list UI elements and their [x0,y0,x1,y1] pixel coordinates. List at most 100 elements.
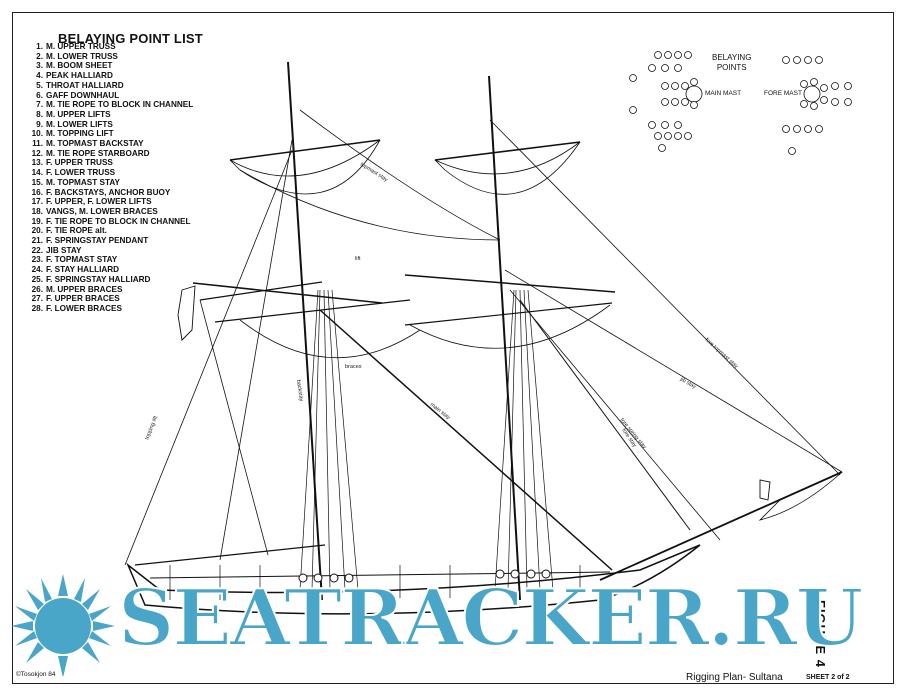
list-item-number: 19. [31,216,43,226]
list-item: 4.PEAK HALLIARD [28,71,193,81]
list-item-label: F. BACKSTAYS, ANCHOR BUOY [46,187,171,197]
spanker-leech [199,299,269,556]
list-item-number: 4. [36,71,43,81]
list-item: 11.M. TOPMAST BACKSTAY [28,139,193,149]
jib-sail [758,471,843,521]
main-shrouds [299,289,359,591]
list-item-number: 7. [36,100,43,110]
jack-flag [759,479,771,501]
sun-logo-icon [11,574,115,676]
list-item-label: F. LOWER TRUSS [46,168,116,178]
list-item-label: F. UPPER TRUSS [46,158,113,168]
deadeyes [298,569,551,583]
drawing-frame [12,12,894,684]
label-topping-lift: topping lift [144,415,159,441]
main-course-sail [239,319,421,359]
main-course-yard [214,299,411,323]
bowsprit [599,471,843,581]
label-braces: braces [345,364,362,370]
list-item-label: F. TOPMAST STAY [46,255,118,265]
list-item: 19.F. TIE ROPE TO BLOCK IN CHANNEL [28,217,193,227]
list-item-label: F. SPRINGSTAY HALLIARD [46,274,151,284]
list-item-label: M. UPPER TRUSS [46,42,116,51]
list-item-number: 3. [36,61,43,71]
main-topmast-stay-line [299,109,501,241]
list-item: 21.F. SPRINGSTAY PENDANT [28,236,193,246]
list-item: 17.F. UPPER, F. LOWER LIFTS [28,197,193,207]
list-item: 15.M. TOPMAST STAY [28,178,193,188]
list-item-label: GAFF DOWNHAUL [46,90,120,100]
label-jib-stay: jib stay [678,376,697,390]
list-item: 3.M. BOOM SHEET [28,61,193,71]
belaying-list-title: BELAYING POINT LIST [58,31,203,46]
list-item-number: 16. [31,187,43,197]
fore-course-yard [404,302,613,326]
list-item-number: 15. [31,177,43,187]
stern-flag [177,285,196,341]
list-item-label: M. LOWER TRUSS [46,51,118,61]
list-item-label: M. TOPMAST BACKSTAY [46,139,144,149]
list-item-number: 6. [36,90,43,100]
deck-stanchions [169,565,581,600]
list-item: 28.F. LOWER BRACES [28,304,193,314]
list-item-number: 25. [31,274,43,284]
list-item: 13.F. UPPER TRUSS [28,158,193,168]
list-item: 1.M. UPPER TRUSS [28,42,193,52]
label-fore-topmast-stay: fore topmast stay [704,337,740,370]
list-item-number: 20. [31,226,43,236]
list-item: 24.F. STAY HALLIARD [28,265,193,275]
list-item-number: 22. [31,245,43,255]
spanker-gaff [199,281,323,301]
list-item: 2.M. LOWER TRUSS [28,52,193,62]
label-topmast-stay: topmast stay [359,162,389,184]
list-item-label: M. TIE ROPE STARBOARD [46,148,150,158]
fore-top-yard [434,141,581,161]
list-item-label: F. TIE ROPE alt. [46,226,107,236]
copyright: ©Tosokjon 84 [16,671,56,678]
label-backstay: backstay [295,379,304,402]
list-item-number: 24. [31,265,43,275]
list-item-number: 18. [31,206,43,216]
list-item-number: 27. [31,294,43,304]
main-stay-line [319,309,613,571]
list-item-number: 23. [31,255,43,265]
list-item: 6.GAFF DOWNHAUL [28,91,193,101]
list-item-number: 26. [31,284,43,294]
plan-title: Rigging Plan- Sultana [686,672,783,683]
main-mast-label: MAIN MAST [705,90,742,97]
fore-stay-line [519,299,691,531]
list-item-label: JIB STAY [46,245,82,255]
fore-course-sail [409,304,611,349]
list-item-label: F. LOWER BRACES [46,303,122,313]
list-item: 12.M. TIE ROPE STARBOARD [28,149,193,159]
list-item-number: 1. [36,42,43,51]
list-item-number: 13. [31,158,43,168]
list-item-label: M. UPPER LIFTS [46,109,111,119]
list-item-label: THROAT HALLIARD [46,80,124,90]
list-item: 23.F. TOPMAST STAY [28,255,193,265]
list-item: 22.JIB STAY [28,246,193,256]
list-item: 8.M. UPPER LIFTS [28,110,193,120]
list-item-label: F. UPPER, F. LOWER LIFTS [46,197,152,207]
main-boom [134,544,326,566]
list-item-number: 9. [36,119,43,129]
jib-stay-line [504,269,843,473]
list-item-label: M. LOWER LIFTS [46,119,113,129]
list-item-label: F. STAY HALLIARD [46,265,120,275]
list-item-label: F. SPRINGSTAY PENDANT [46,236,149,246]
list-item-label: M. UPPER BRACES [46,284,123,294]
list-item-number: 2. [36,51,43,61]
list-item: 7.M. TIE ROPE TO BLOCK IN CHANNEL [28,100,193,110]
fore-shrouds [494,289,554,591]
list-item-label: M. TOPPING LIFT [46,129,114,139]
list-item: 14.F. LOWER TRUSS [28,168,193,178]
fore-topmast-stay-line [489,119,841,476]
connecting-curve [239,169,501,241]
list-item-number: 5. [36,80,43,90]
fore-mast-label: FORE MAST [764,90,802,97]
list-item-number: 28. [31,303,43,313]
list-item-label: F. UPPER BRACES [46,294,120,304]
list-item-number: 11. [32,139,43,149]
list-item-number: 14. [31,168,43,178]
